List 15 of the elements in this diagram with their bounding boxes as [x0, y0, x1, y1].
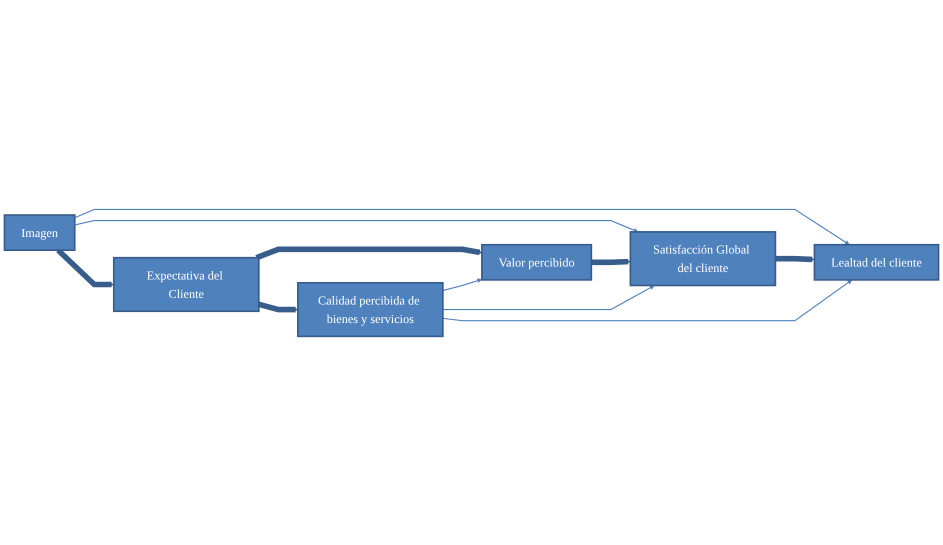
- arrow: [591, 258, 631, 265]
- arrow: [442, 279, 852, 321]
- arrow: [442, 278, 482, 291]
- arrow: [258, 301, 298, 312]
- arrow: [74, 220, 638, 232]
- node-box: Expectativa del Cliente: [112, 256, 260, 312]
- node-box: Satisfacción Global del cliente: [630, 230, 776, 286]
- arrow: [74, 208, 850, 245]
- node-box: Valor percibido: [481, 244, 592, 280]
- node-box: Calidad percibida de bienes y servicios: [297, 282, 444, 337]
- arrow: [255, 246, 482, 260]
- arrow: [442, 284, 655, 310]
- arrow: [775, 255, 815, 262]
- node-box: Imagen: [4, 214, 76, 251]
- node-box: Lealtad del cliente: [814, 244, 940, 280]
